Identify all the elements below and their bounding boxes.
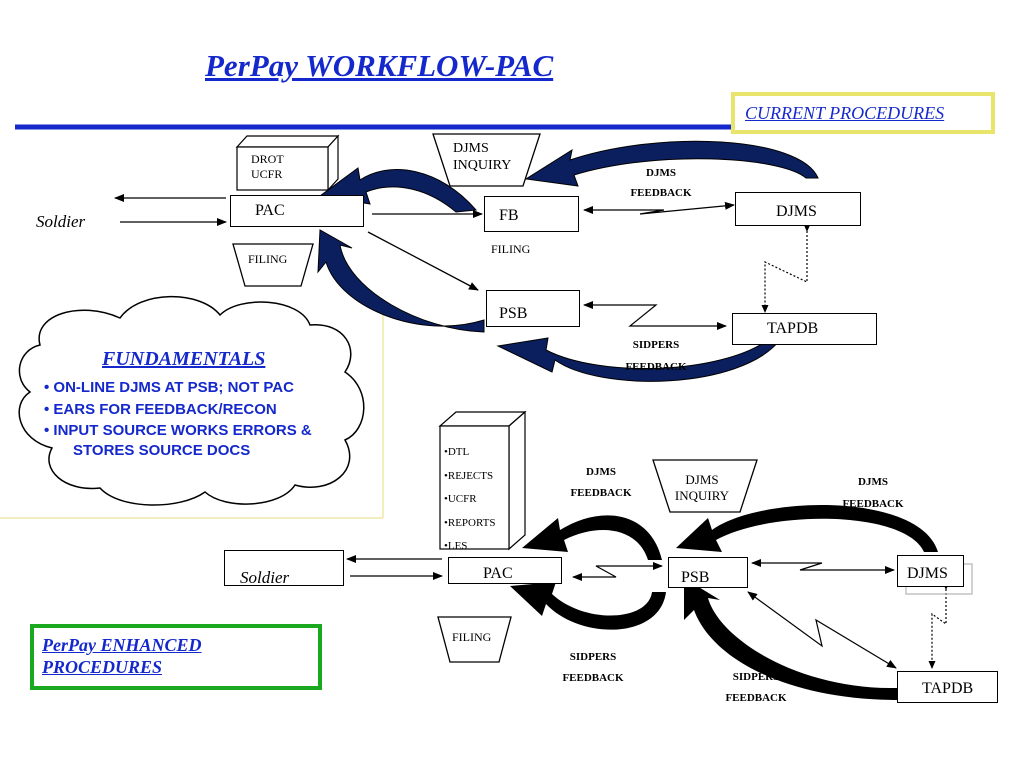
curved-arrow-djms-to-psb: [676, 505, 938, 552]
djms-feedback-label-top: DJMS FEEDBACK: [626, 163, 696, 203]
ucfr-line: UCFR: [251, 167, 283, 181]
link-psb-tapdb-bottom: [747, 591, 897, 669]
djms-inquiry-shape-top: [432, 133, 541, 187]
tapdb-label-top: TAPDB: [767, 320, 819, 337]
enhanced-line2: PROCEDURES: [42, 657, 163, 677]
pac-label-bottom: PAC: [483, 565, 513, 582]
sidpers-feedback-line1: SIDPERS: [632, 339, 680, 351]
fundamentals-item-3: • INPUT SOURCE WORKS ERRORS &: [44, 422, 312, 439]
curved-arrow-psb-to-pac: [317, 229, 485, 333]
djms-inquiry-label-bottom: DJMS INQUIRY: [672, 472, 732, 504]
djms-inquiry-line2: INQUIRY: [453, 158, 512, 173]
link-djms-tapdb-top: [761, 224, 811, 313]
enhanced-procedures-panel[interactable]: PerPay ENHANCED PROCEDURES: [30, 624, 322, 690]
fundamentals-frame: [0, 302, 384, 519]
filing-label-top: FILING: [248, 252, 288, 266]
current-procedures-panel[interactable]: CURRENT PROCEDURES: [731, 92, 995, 134]
arrow-pac-to-psb: [367, 231, 479, 291]
fb-label: FB: [499, 207, 519, 224]
psb-node-bottom: PSB: [668, 557, 748, 588]
link-psb-tapdb: [583, 301, 727, 330]
sidpers-feedback-label-top: SIDPERS FEEDBACK: [621, 334, 691, 378]
psb-label-top: PSB: [499, 305, 528, 322]
fb-filing-label: FILING: [491, 242, 531, 256]
djms-inquiry-shape-bottom: [652, 459, 758, 513]
sidpers-feedback-line2: FEEDBACK: [625, 361, 687, 373]
cabinet-item-rejects: •REJECTS: [444, 469, 494, 482]
sidpers-feedback-label-bottom-left: SIDPERS FEEDBACK: [558, 647, 628, 689]
cabinet-list: •DTL •REJECTS •UCFR •REPORTS •LES: [444, 441, 495, 559]
cabinet-item-reports: •REPORTS: [444, 516, 496, 529]
filing-shape-top: [232, 243, 314, 287]
drot-ucfr-box: [235, 134, 340, 192]
fundamentals-cloud: [18, 295, 365, 506]
enhanced-line1: PerPay ENHANCED: [42, 635, 202, 655]
djms-node-bottom: DJMS: [897, 555, 964, 587]
djms-feedback-line2: FEEDBACK: [630, 187, 692, 199]
djms-feedback-bl-line1: DJMS: [586, 466, 616, 478]
curved-arrow-psb-to-pac-top: [522, 515, 662, 560]
current-procedures-label: CURRENT PROCEDURES: [745, 103, 945, 123]
fundamentals-item-1: • ON-LINE DJMS AT PSB; NOT PAC: [44, 379, 294, 396]
djms-node-top: DJMS: [735, 192, 861, 226]
link-psb-djms-bottom: [751, 559, 895, 574]
drot-line: DROT: [251, 152, 284, 166]
psb-node-top: PSB: [486, 290, 580, 327]
sidpers-feedback-br-line1: SIDPERS: [732, 671, 780, 683]
psb-label-bottom: PSB: [681, 569, 710, 586]
tapdb-node-top: TAPDB: [732, 313, 877, 345]
fundamentals-item-2: • EARS FOR FEEDBACK/RECON: [44, 401, 277, 418]
cabinet-item-dtl: •DTL: [444, 446, 470, 458]
link-pac-psb-bottom: [572, 562, 663, 581]
soldier-label-top: Soldier: [36, 212, 86, 231]
drot-ucfr-label: DROT UCFR: [251, 152, 284, 182]
link-djms-tapdb-bottom: [928, 582, 950, 669]
curved-arrow-psb-to-pac-bottom: [510, 582, 666, 630]
tapdb-node-bottom: TAPDB: [897, 671, 998, 703]
djms-feedback-bl-line2: FEEDBACK: [570, 487, 632, 499]
sidpers-feedback-br-line2: FEEDBACK: [725, 692, 787, 704]
djms-inquiry-bottom-line2: INQUIRY: [674, 488, 730, 503]
records-cabinet: [438, 410, 527, 551]
link-fb-djms: [583, 201, 735, 215]
djms-feedback-label-bottom-left: DJMS FEEDBACK: [566, 462, 636, 504]
djms-feedback-br-line1: DJMS: [858, 476, 888, 488]
page-title: PerPay WORKFLOW-PAC: [205, 48, 554, 83]
djms-inquiry-label-top: DJMS INQUIRY: [453, 140, 511, 174]
djms-feedback-br-line2: FEEDBACK: [842, 498, 904, 510]
cabinet-item-ucfr: •UCFR: [444, 493, 477, 505]
djms-inquiry-line1: DJMS: [453, 141, 489, 156]
tapdb-label-bottom: TAPDB: [922, 680, 974, 697]
sidpers-feedback-bl-line2: FEEDBACK: [562, 672, 624, 684]
djms-inquiry-bottom-line1: DJMS: [685, 472, 719, 487]
filing-shape-bottom: [437, 616, 512, 663]
soldier-node-bottom: Soldier: [224, 550, 344, 587]
curved-arrow-tapdb-to-psb: [496, 337, 782, 382]
sidpers-feedback-bl-line1: SIDPERS: [569, 651, 617, 663]
fundamentals-item-3-cont: STORES SOURCE DOCS: [73, 442, 251, 459]
pac-node-top: PAC: [230, 195, 364, 227]
soldier-label-bottom: Soldier: [240, 568, 290, 587]
curved-arrow-tapdb-to-psb: [684, 578, 898, 700]
djms-label-top: DJMS: [776, 203, 817, 220]
cabinet-item-les: •LES: [444, 540, 468, 552]
curved-arrow-djms-to-inquiry: [524, 140, 819, 187]
djms-feedback-line1: DJMS: [646, 167, 676, 179]
djms-label-bottom: DJMS: [907, 565, 948, 582]
pac-node-bottom: PAC: [448, 557, 562, 584]
sidpers-feedback-label-bottom-right: SIDPERS FEEDBACK: [720, 667, 792, 709]
filing-label-bottom: FILING: [452, 630, 492, 644]
fb-node: FB: [484, 196, 579, 232]
djms-feedback-label-bottom-right: DJMS FEEDBACK: [838, 471, 908, 515]
fundamentals-title: FUNDAMENTALS: [102, 348, 266, 370]
enhanced-procedures-label: PerPay ENHANCED PROCEDURES: [42, 634, 202, 678]
pac-label-top: PAC: [255, 202, 285, 219]
